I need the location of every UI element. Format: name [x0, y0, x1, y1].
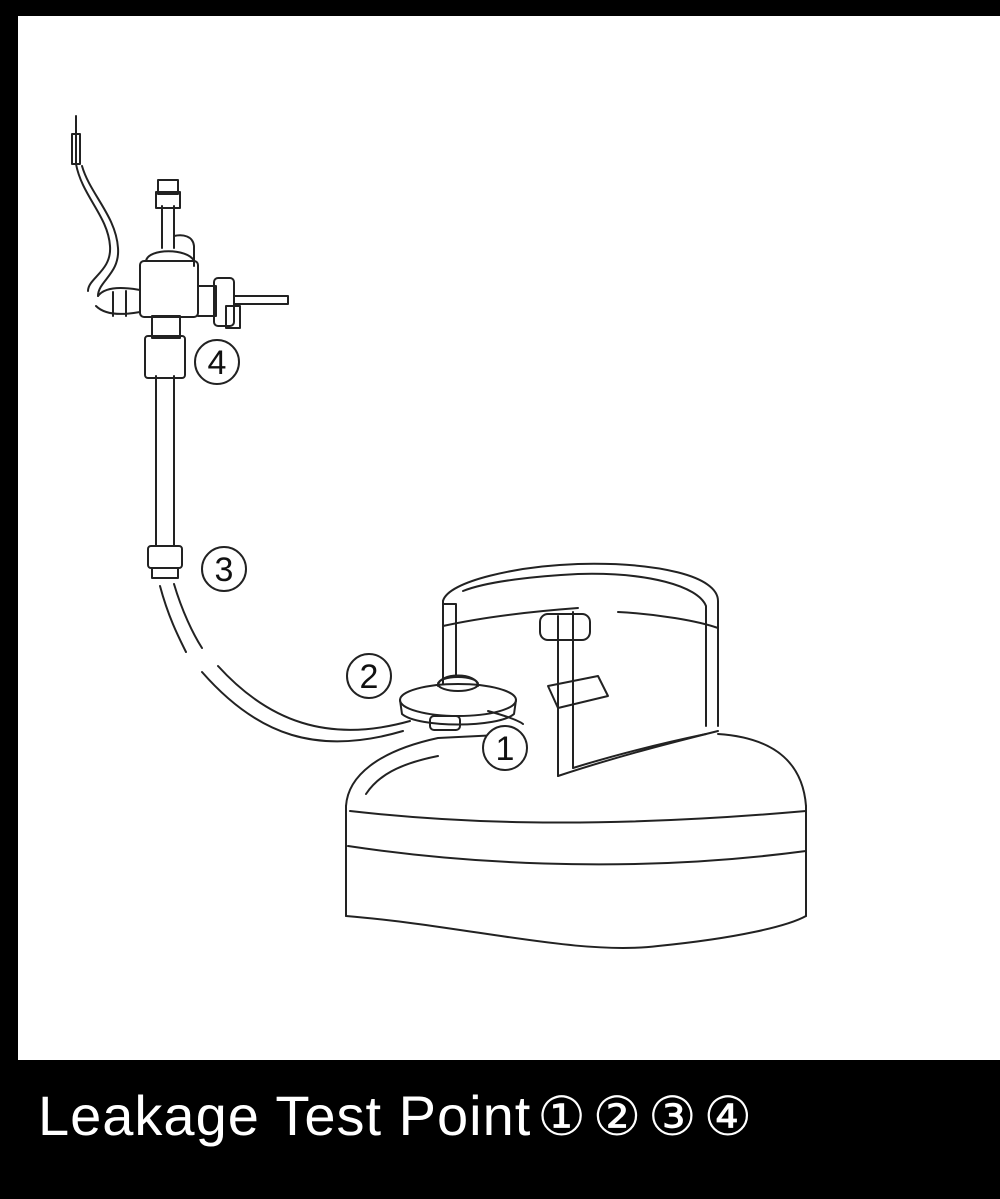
callout-4: 4: [194, 339, 240, 385]
burner-valve-assembly: [95, 179, 289, 579]
callout-4-label: 4: [208, 344, 227, 382]
caption-point-3: ③: [648, 1085, 698, 1148]
cylinder-collar: [442, 562, 719, 777]
gas-hose: [159, 583, 411, 743]
callout-3: 3: [201, 546, 247, 592]
caption-point-4: ④: [703, 1085, 754, 1148]
thermocouple-wire: [71, 115, 120, 297]
gas-cylinder-diagram: 1 2 3 4: [71, 115, 807, 949]
callout-1: 1: [482, 725, 528, 771]
callout-2: 2: [346, 653, 392, 699]
regulator: [399, 674, 524, 731]
caption-point-2: ②: [592, 1085, 643, 1148]
callout-3-label: 3: [215, 551, 234, 589]
collar-post: [442, 603, 457, 677]
callout-2-label: 2: [360, 658, 379, 696]
caption-bar: [0, 1060, 1000, 1199]
caption-point-1: ①: [537, 1085, 587, 1148]
caption-text: Leakage Test Point: [38, 1084, 532, 1147]
gas-cylinder: [345, 733, 807, 949]
callout-1-label: 1: [496, 730, 515, 768]
diagram-panel: 1 2 3 4: [18, 16, 1000, 1060]
